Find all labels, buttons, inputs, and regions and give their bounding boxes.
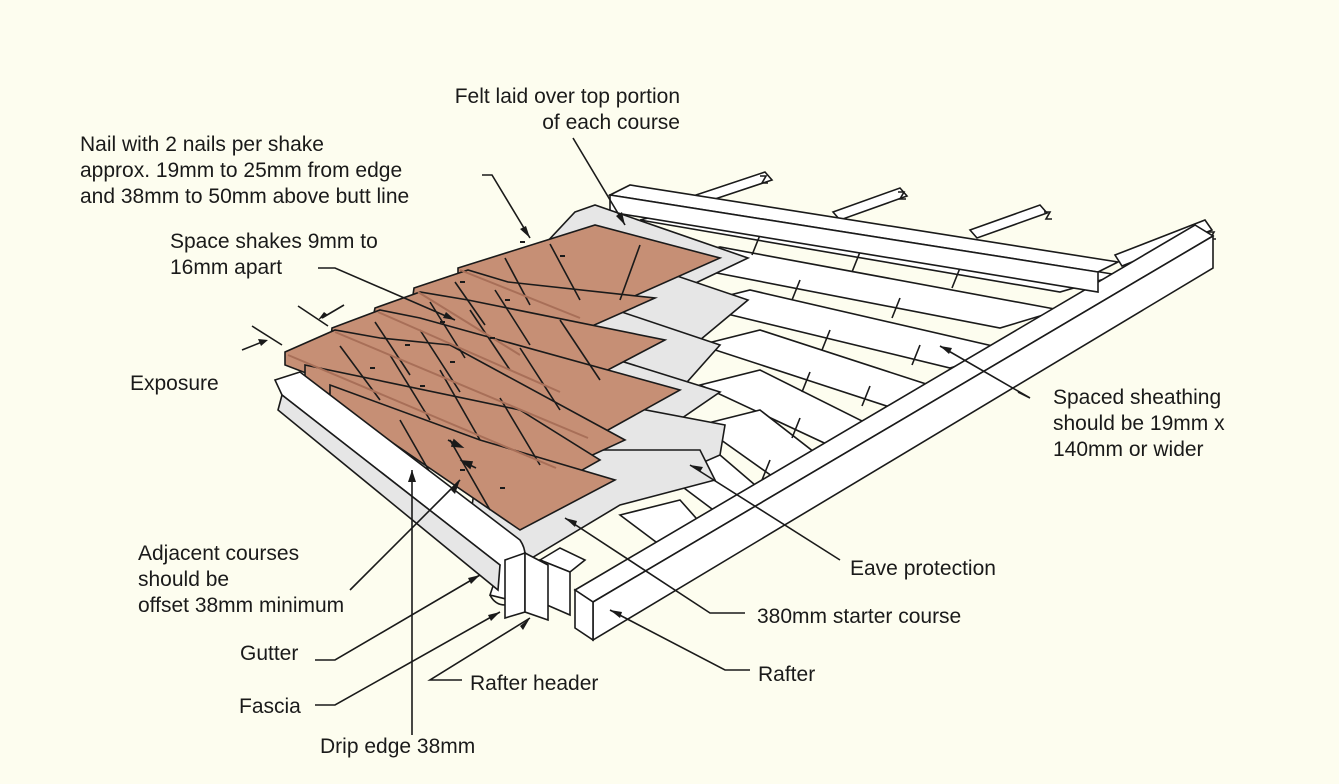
callout-adjacent-courses: Adjacent courses should be offset 38mm m… (138, 541, 344, 619)
rafter-and-header (538, 184, 1215, 642)
callout-line: Adjacent courses (138, 542, 300, 565)
leader-lines (315, 137, 1031, 735)
callout-rafter: Rafter (758, 663, 816, 686)
leader-arrowheads (408, 212, 952, 630)
callout-line: Spaced sheathing (1053, 386, 1222, 409)
callout-line: Space shakes 9mm to (170, 230, 378, 253)
gutter (273, 371, 526, 606)
callout-rafter-header: Rafter header (470, 672, 599, 695)
callout-line: and 38mm to 50mm above butt line (80, 185, 410, 208)
callout-line: approx. 19mm to 25mm from edge (80, 159, 403, 182)
callout-line: offset 38mm minimum (138, 594, 345, 617)
callout-space-shakes: Space shakes 9mm to 16mm apart (170, 229, 378, 281)
callout-starter-course: 380mm starter course (757, 605, 962, 628)
callout-line: Felt laid over top portion (454, 85, 680, 108)
callout-line: should be 19mm x (1053, 412, 1225, 435)
callout-fascia: Fascia (239, 695, 301, 718)
callout-gutter: Gutter (240, 642, 299, 665)
exposure-arrowheads (258, 312, 328, 346)
callout-exposure: Exposure (130, 372, 219, 395)
callout-line: 16mm apart (170, 256, 283, 279)
callout-nail: Nail with 2 nails per shake approx. 19mm… (80, 132, 409, 210)
callout-line: of each course (542, 111, 680, 134)
callout-eave-protection: Eave protection (850, 557, 996, 580)
callout-line: should be (138, 568, 230, 591)
fascia (504, 551, 549, 622)
nail-marks (370, 241, 565, 489)
callout-line: Nail with 2 nails per shake (80, 133, 324, 156)
callout-drip-edge: Drip edge 38mm (320, 735, 476, 758)
callout-line: 140mm or wider (1053, 438, 1204, 461)
shake-gap-arrows (447, 438, 477, 470)
callout-felt: Felt laid over top portion of each cours… (395, 84, 680, 136)
callout-spaced-sheathing: Spaced sheathing should be 19mm x 140mm … (1053, 385, 1225, 463)
